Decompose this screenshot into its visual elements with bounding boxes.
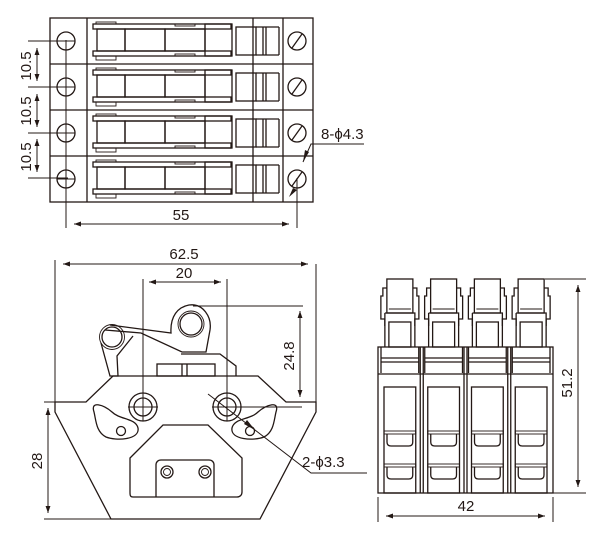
base-height-28-label: 28 (29, 453, 46, 470)
top-view-dimensions: 10.5 10.5 10.5 55 8-ϕ4.3 (18, 40, 364, 228)
terminal-screw-right (287, 31, 307, 51)
large-roller (179, 312, 203, 336)
roller-head (429, 278, 458, 314)
actuator-height-24.8-label: 24.8 (281, 341, 298, 370)
roller-lever-actuator (99, 304, 237, 377)
top-view-pole (50, 109, 313, 156)
bottom-bracket (129, 424, 243, 498)
height-51.2-label: 51.2 (559, 368, 576, 397)
holes-8-phi-4.3-label: 8-ϕ4.3 (321, 126, 364, 143)
roller-head (517, 278, 545, 314)
holes-2-phi-3.3-label: 2-ϕ3.3 (302, 454, 345, 471)
slot-left (92, 404, 139, 440)
terminal-screw-right (287, 77, 307, 97)
top-view-pole (50, 63, 313, 110)
width-55-label: 55 (173, 207, 190, 224)
plunger-block (156, 363, 216, 377)
top-view (49, 17, 314, 203)
side-view-pole (419, 278, 466, 494)
pitch-2-label: 10.5 (18, 96, 35, 125)
top-view-pole (56, 18, 307, 64)
top-view-pole (50, 155, 313, 202)
front-view (54, 304, 317, 520)
side-view (377, 278, 554, 494)
side-view-body (377, 346, 554, 494)
roller-head (473, 278, 502, 314)
side-view-pole (463, 278, 510, 494)
width-62.5-label: 62.5 (169, 246, 198, 263)
pitch-3-label: 10.5 (18, 142, 35, 171)
side-view-pole (378, 278, 422, 494)
front-view-dimensions: 62.5 20 24.8 28 2-ϕ3.3 (29, 246, 367, 520)
side-view-pole (507, 278, 553, 494)
small-roller (101, 326, 123, 348)
roller-head (386, 278, 414, 314)
width-42-label: 42 (458, 498, 475, 515)
terminal-screw-right (287, 123, 307, 143)
slot-right (231, 404, 278, 440)
pitch-1-label: 10.5 (18, 51, 35, 80)
hole-spacing-20-label: 20 (176, 265, 193, 282)
side-view-dimensions: 51.2 42 (377, 278, 586, 522)
